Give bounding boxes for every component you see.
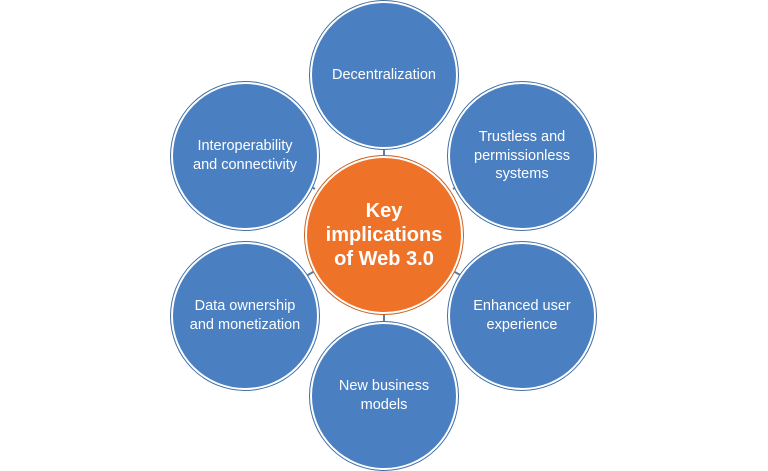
node-label: Enhanced user experience — [473, 298, 571, 333]
center-label: Key implications of Web 3.0 — [325, 200, 443, 270]
node-label: Data ownership and monetization — [189, 298, 301, 333]
node-label: Interoperability and connectivity — [193, 138, 297, 173]
node-label: New business models — [338, 378, 430, 413]
node-new-business-models: New business models — [310, 322, 458, 470]
node-label: Trustless and permissionless systems — [474, 128, 570, 183]
node-interoperability: Interoperability and connectivity — [171, 82, 319, 230]
node-enhanced-ux: Enhanced user experience — [448, 242, 596, 390]
node-decentralization: Decentralization — [310, 1, 458, 149]
node-label: Decentralization — [332, 66, 436, 83]
node-trustless-systems: Trustless and permissionless systems — [448, 82, 596, 230]
node-data-ownership: Data ownership and monetization — [171, 242, 319, 390]
center-node: Key implications of Web 3.0 — [305, 156, 463, 314]
